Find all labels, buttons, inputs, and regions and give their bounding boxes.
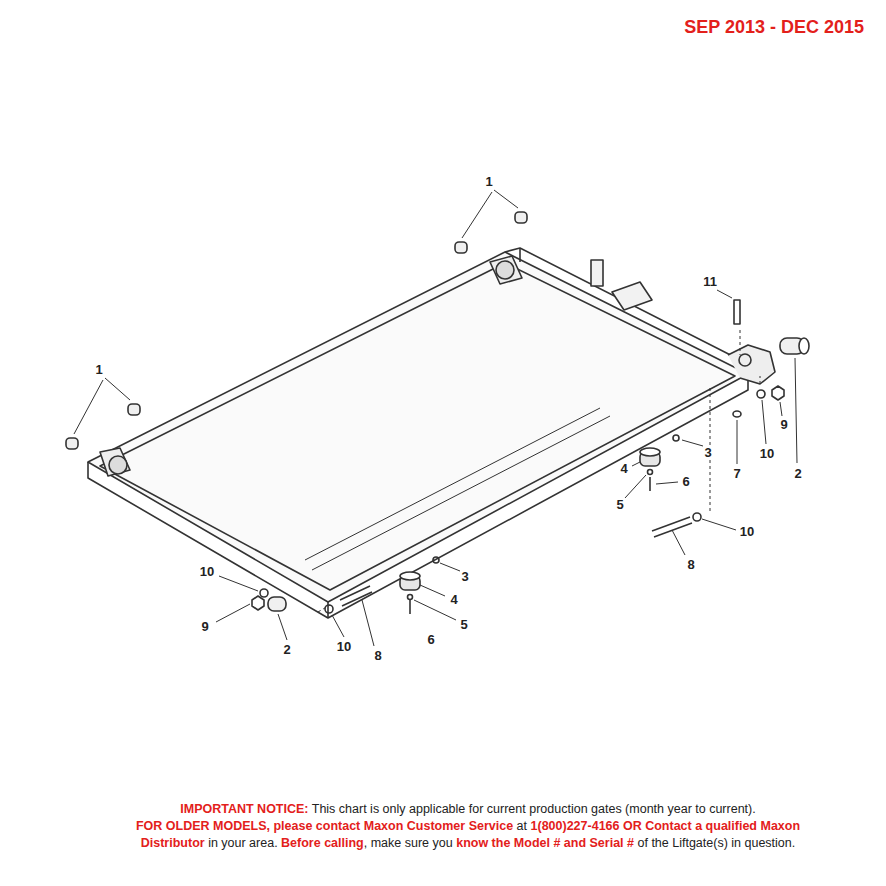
callout-number: 11 <box>702 275 718 289</box>
callout-number: 2 <box>793 467 802 481</box>
callout-number: 10 <box>336 640 352 654</box>
notice-block: IMPORTANT NOTICE: This chart is only app… <box>60 801 876 852</box>
notice-text: Before calling <box>281 836 364 850</box>
callout-number: 10 <box>199 565 215 579</box>
callout-number: 6 <box>681 475 690 489</box>
notice-text: This chart is only applicable for curren… <box>312 802 756 816</box>
notice-text: , make sure you <box>364 836 453 850</box>
notice-text: Distributor <box>141 836 205 850</box>
callout-number: 5 <box>459 618 468 632</box>
callout-number: 2 <box>282 643 291 657</box>
callout-number: 3 <box>460 570 469 584</box>
notice-text: in your area. <box>208 836 277 850</box>
callout-number: 4 <box>449 593 458 607</box>
notice-text: 1(800)227-4166 OR Contact a qualified Ma… <box>531 819 801 833</box>
callout-number: 4 <box>619 462 628 476</box>
callout-number: 9 <box>779 418 788 432</box>
callout-number: 1 <box>484 175 493 189</box>
callout-number: 6 <box>426 633 435 647</box>
callout-number: 10 <box>739 525 755 539</box>
callout-number: 10 <box>759 447 775 461</box>
notice-text: at <box>517 819 527 833</box>
callout-number: 8 <box>686 558 695 572</box>
notice-text: FOR OLDER MODELS, please contact Maxon C… <box>136 819 513 833</box>
callout-number: 1 <box>94 363 103 377</box>
callout-number: 5 <box>615 498 624 512</box>
notice-text: of the Liftgate(s) in question. <box>638 836 796 850</box>
callout-number: 3 <box>703 446 712 460</box>
callout-number: 9 <box>200 620 209 634</box>
date-range-title: SEP 2013 - DEC 2015 <box>684 17 864 38</box>
callout-number: 8 <box>373 649 382 663</box>
callout-number: 7 <box>732 467 741 481</box>
notice-text: know the Model # and Serial # <box>456 836 634 850</box>
notice-text: IMPORTANT NOTICE: <box>180 802 308 816</box>
